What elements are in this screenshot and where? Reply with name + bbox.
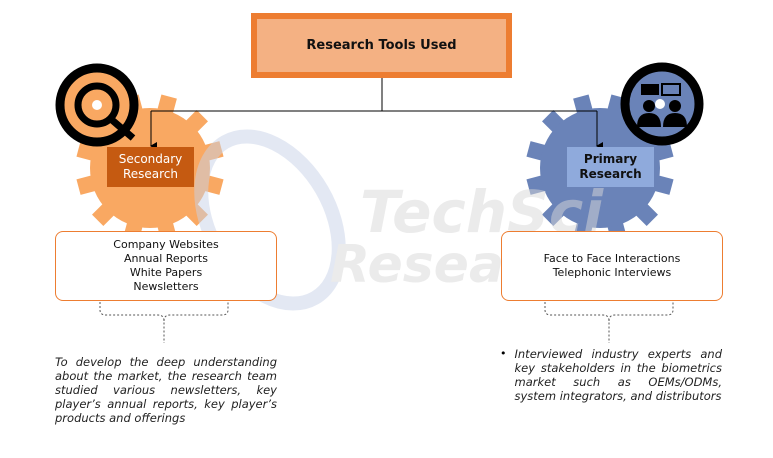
brace-left xyxy=(99,302,229,343)
primary-description-text: Interviewed industry experts and key sta… xyxy=(514,347,723,403)
secondary-label-line1: Secondary xyxy=(118,152,183,166)
list-item: Annual Reports xyxy=(124,252,208,265)
list-item: Company Websites xyxy=(113,238,219,251)
list-item: White Papers xyxy=(129,266,203,279)
primary-label-line1: Primary xyxy=(583,152,638,166)
people-discussion-icon xyxy=(620,62,704,146)
bullet: • xyxy=(500,347,507,360)
primary-research-label: Primary Research xyxy=(567,147,654,187)
connector-lines xyxy=(150,78,603,150)
secondary-sources-box: Company Websites Annual Reports White Pa… xyxy=(55,231,277,301)
brace-right xyxy=(544,302,674,343)
list-item: Newsletters xyxy=(133,280,199,293)
magnifier-icon xyxy=(55,63,139,147)
list-item: Telephonic Interviews xyxy=(552,266,672,279)
list-item: Face to Face Interactions xyxy=(543,252,681,265)
primary-description: • Interviewed industry experts and key s… xyxy=(500,347,722,403)
primary-sources-box: Face to Face Interactions Telephonic Int… xyxy=(501,231,723,301)
research-tools-title: Research Tools Used xyxy=(251,13,512,78)
secondary-description: To develop the deep understanding about … xyxy=(55,355,277,425)
primary-label-line2: Research xyxy=(579,167,642,181)
secondary-label-line2: Research xyxy=(122,167,179,181)
secondary-research-label: Secondary Research xyxy=(107,147,194,187)
